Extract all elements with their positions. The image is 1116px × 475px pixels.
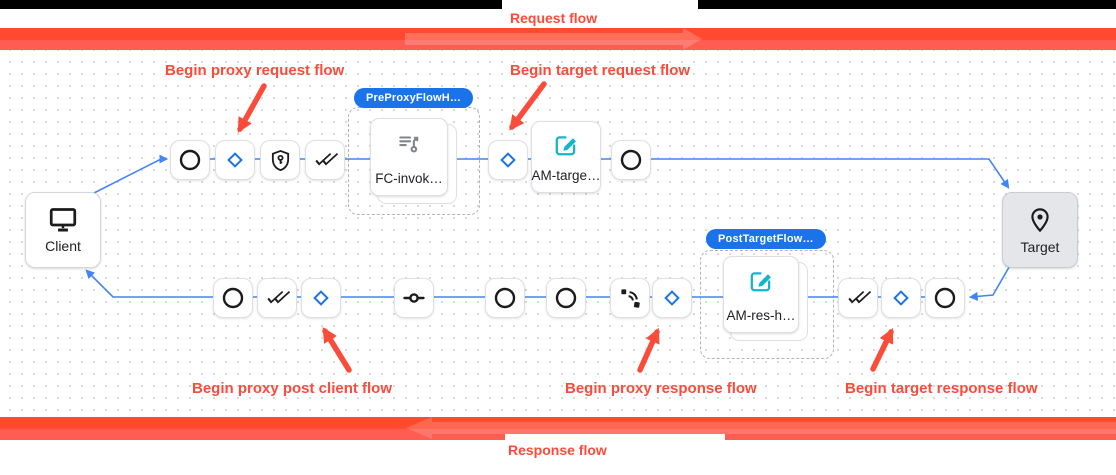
double-check-icon (847, 290, 871, 304)
pre-proxy-hook-badge[interactable]: PreProxyFlowH… (354, 88, 474, 108)
edit-square-icon (555, 136, 576, 156)
commutator-icon (403, 293, 425, 303)
double-check-icon (266, 290, 290, 304)
am-target-step-label: AM-targe… (531, 168, 601, 183)
fc-step-card[interactable]: FC-invok… (370, 118, 448, 196)
circle-step-icon (620, 149, 642, 171)
diamond-step-icon (893, 290, 909, 306)
circle-step-icon (555, 287, 577, 309)
step-node-target-response-flow[interactable] (881, 278, 921, 318)
annotation-begin-target-response: Begin target response flow (845, 380, 1038, 397)
target-label: Target (1020, 238, 1060, 255)
annotation-begin-target-request: Begin target request flow (510, 62, 691, 79)
step-node-response-b[interactable] (546, 278, 586, 318)
am-target-step-card[interactable]: AM-targe… (531, 121, 601, 193)
diamond-step-icon (664, 290, 680, 306)
circle-step-icon (222, 287, 244, 309)
flow-callout-icon (399, 136, 419, 153)
request-flow-label: Request flow (510, 10, 598, 26)
client-label: Client (45, 237, 81, 254)
response-flow-label: Response flow (508, 442, 607, 458)
diamond-step-icon (500, 152, 516, 168)
location-pin-icon (1031, 207, 1049, 232)
post-target-hook-badge[interactable]: PostTargetFlow… (706, 229, 826, 249)
step-node-verify-response[interactable] (257, 278, 297, 318)
diamond-step-icon (313, 290, 329, 306)
step-node-target-end[interactable] (611, 140, 651, 180)
target-node[interactable]: Target (1002, 192, 1078, 268)
step-node-verify-target-response[interactable] (838, 278, 878, 318)
step-node-request-start[interactable] (170, 140, 210, 180)
step-node-target-response-start[interactable] (925, 278, 965, 318)
client-node[interactable]: Client (25, 192, 101, 268)
step-node-proxy-response-flow[interactable] (652, 278, 692, 318)
circle-step-icon (934, 287, 956, 309)
edit-square-icon (750, 272, 771, 292)
fc-step-label: FC-invok… (375, 171, 443, 186)
circle-step-icon (494, 287, 516, 309)
sensors-icon (620, 288, 640, 308)
flow-canvas[interactable] (0, 50, 1116, 417)
double-check-icon (314, 152, 338, 166)
step-node-junction[interactable] (394, 278, 434, 318)
am-response-step-label: AM-res-h… (726, 308, 796, 323)
response-flow-label-box: Response flow (505, 434, 725, 462)
step-node-response-end[interactable] (213, 278, 253, 318)
diamond-step-icon (227, 152, 243, 168)
annotation-begin-proxy-post-client: Begin proxy post client flow (192, 380, 393, 397)
circle-step-icon (179, 149, 201, 171)
request-flow-bar-shade (0, 40, 1116, 50)
step-node-proxy-request-flow[interactable] (215, 140, 255, 180)
step-node-security[interactable] (260, 140, 300, 180)
request-flow-bar (0, 28, 1116, 40)
step-node-target-request-flow[interactable] (488, 140, 528, 180)
annotation-begin-proxy-response: Begin proxy response flow (565, 380, 757, 397)
step-node-verify[interactable] (305, 140, 345, 180)
shield-key-icon (271, 149, 289, 171)
step-node-post-client-flow[interactable] (301, 278, 341, 318)
am-response-step-card[interactable]: AM-res-h… (723, 256, 799, 333)
step-node-sensors[interactable] (610, 278, 650, 318)
step-node-response-a[interactable] (485, 278, 525, 318)
response-flow-bar (0, 417, 1116, 429)
annotation-begin-proxy-request: Begin proxy request flow (165, 62, 345, 79)
monitor-icon (49, 207, 77, 232)
request-flow-label-box: Request flow (502, 0, 698, 28)
